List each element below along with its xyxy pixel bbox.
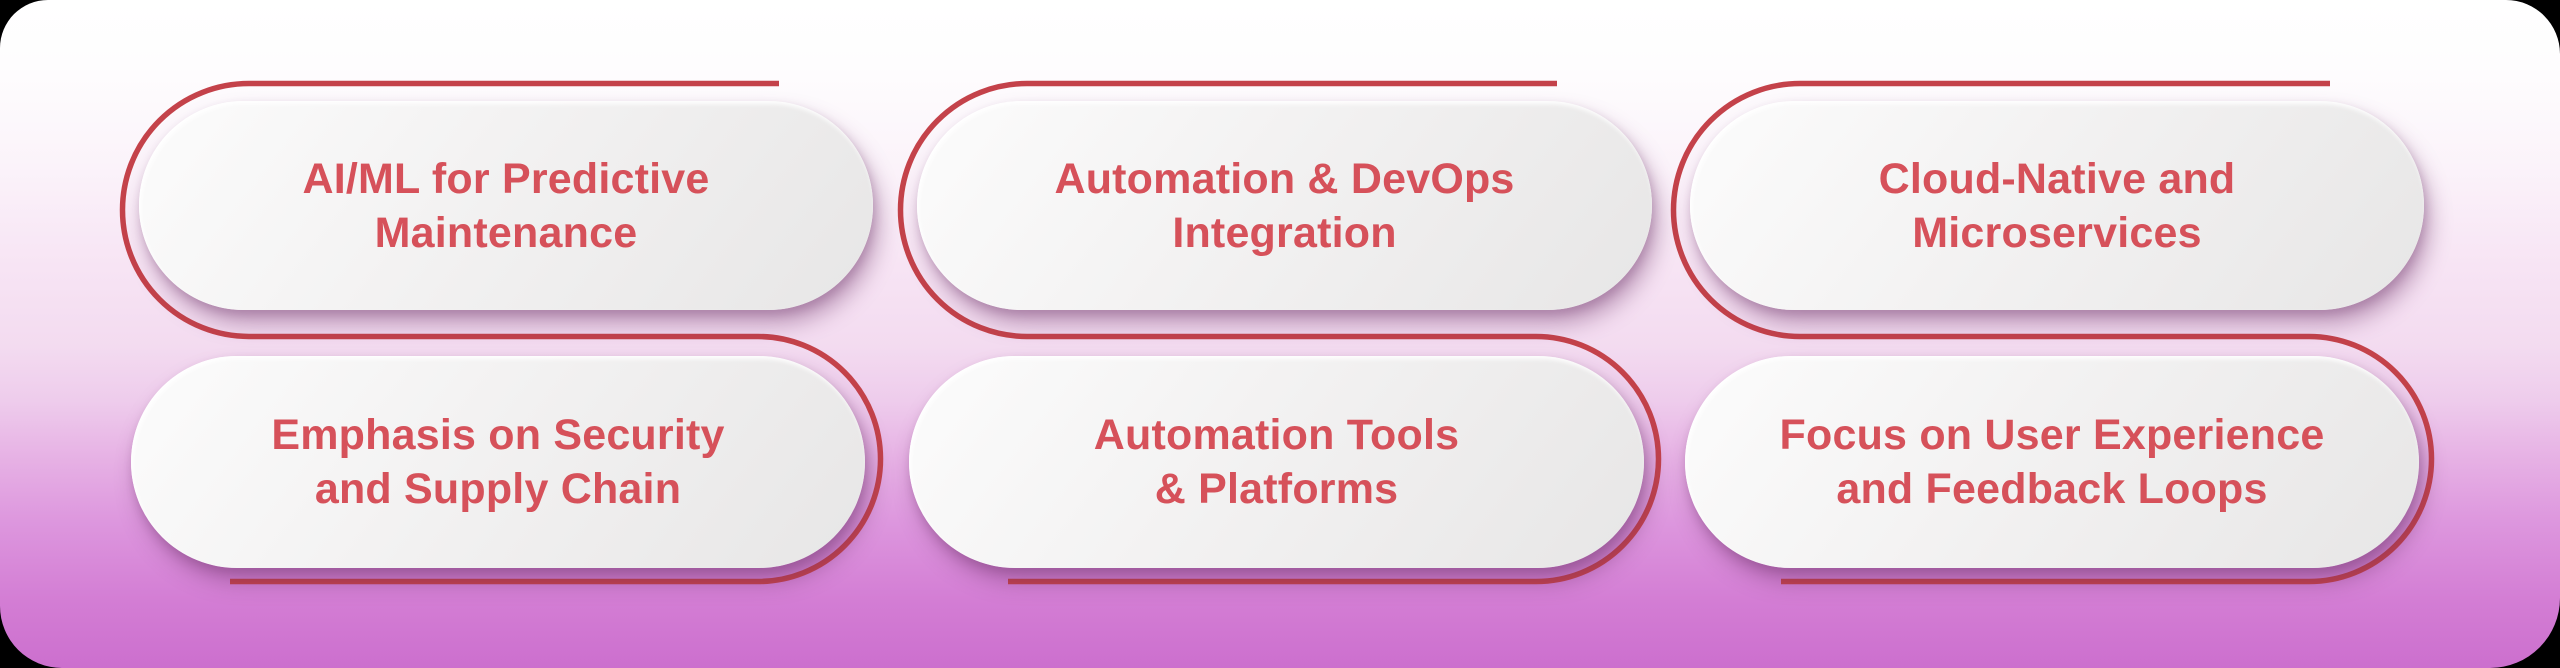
card-title-line: Automation Tools <box>1093 411 1460 459</box>
card-automation-devops-integration: Automation & DevOps Integration <box>917 101 1652 310</box>
card-automation-tools-platforms: Automation Tools & Platforms <box>909 356 1644 568</box>
card-title-line: and Supply Chain <box>314 465 682 513</box>
card-title-line: Emphasis on Security <box>271 411 725 459</box>
card-title-line: Focus on User Experience <box>1779 411 2325 459</box>
card-title-line: Cloud-Native and <box>1878 154 2236 203</box>
card-cloud-native-microservices: Cloud-Native and Microservices <box>1690 101 2424 310</box>
card-title-line: Automation & DevOps <box>1054 154 1515 203</box>
card-title-line: Integration <box>1172 208 1397 257</box>
card-emphasis-security-supply-chain: Emphasis on Security and Supply Chain <box>131 356 865 568</box>
card-focus-user-experience-feedback: Focus on User Experience and Feedback Lo… <box>1685 356 2419 568</box>
card-title-line: AI/ML for Predictive <box>302 154 710 203</box>
card-ai-ml-predictive-maintenance: AI/ML for Predictive Maintenance <box>139 101 873 310</box>
card-title-line: Microservices <box>1912 208 2202 257</box>
card-title-line: and Feedback Loops <box>1836 465 2268 513</box>
card-title-line: & Platforms <box>1154 465 1399 513</box>
card-title-line: Maintenance <box>374 208 638 257</box>
